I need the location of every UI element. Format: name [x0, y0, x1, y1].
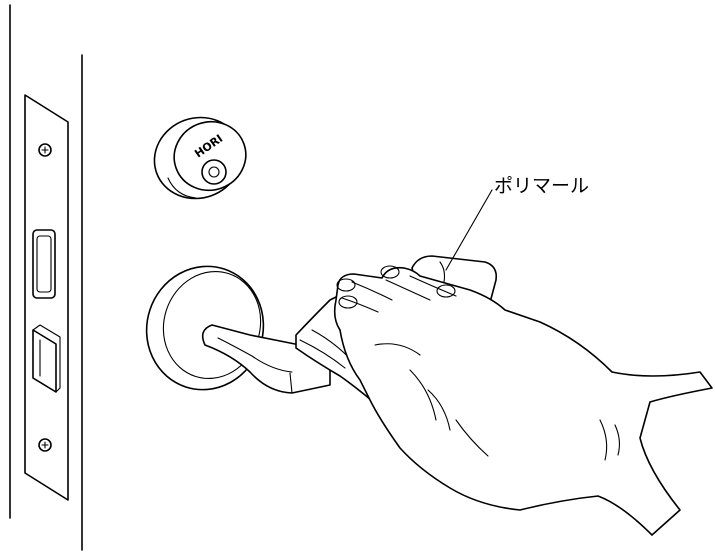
faceplate-screw-bottom — [38, 438, 52, 452]
deadbolt — [32, 324, 61, 393]
cylinder-escutcheon: HORI — [153, 116, 247, 200]
door-edge — [9, 4, 83, 551]
hand — [333, 265, 713, 536]
faceplate-screw-top — [38, 143, 52, 157]
callout-label: ポリマール — [494, 175, 589, 197]
lever-handle — [145, 265, 331, 394]
callout-leader — [445, 189, 493, 271]
key-cylinder — [201, 159, 227, 185]
latch-opening — [32, 229, 56, 299]
lock-faceplate — [24, 94, 69, 501]
